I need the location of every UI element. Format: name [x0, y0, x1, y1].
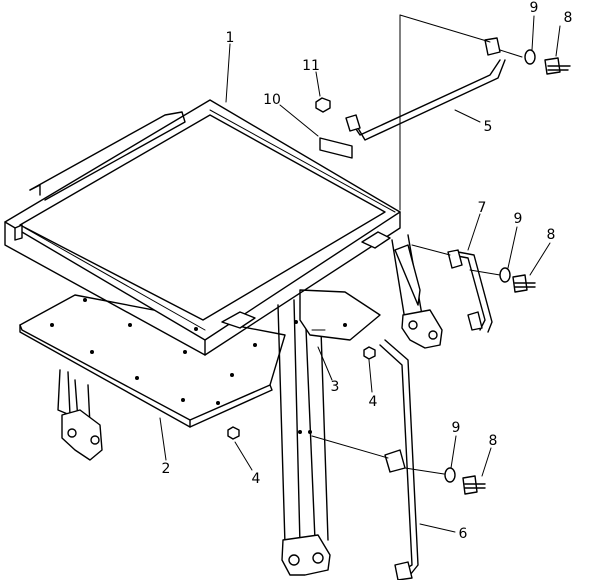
callout-1: 1	[225, 30, 235, 46]
right-rear-leg	[391, 234, 443, 349]
right-front-leg	[277, 299, 331, 576]
callout-6: 6	[458, 526, 468, 542]
callout-4-lower: 4	[251, 471, 261, 487]
callout-9-lower: 9	[451, 420, 461, 436]
callout-7: 7	[477, 200, 487, 216]
center-bracket-part-3	[299, 289, 381, 341]
callout-5: 5	[483, 119, 493, 135]
bar-part-6	[379, 339, 419, 580]
callout-8-lower: 8	[488, 433, 498, 449]
bar-part-7	[447, 249, 493, 333]
callout-8-top: 8	[563, 10, 573, 26]
callout-3: 3	[330, 379, 340, 395]
callout-9-middle: 9	[513, 211, 523, 227]
callout-10: 10	[263, 92, 281, 108]
callout-8-middle: 8	[546, 227, 556, 243]
leader-lines	[159, 14, 561, 533]
left-leg	[57, 369, 103, 461]
callout-4-upper: 4	[368, 394, 378, 410]
callout-11: 11	[302, 58, 320, 74]
top-panel-part-1	[4, 99, 401, 356]
hardware	[227, 49, 571, 495]
bar-part-5	[345, 37, 506, 141]
callout-2: 2	[161, 461, 171, 477]
callout-9-top: 9	[529, 0, 539, 16]
